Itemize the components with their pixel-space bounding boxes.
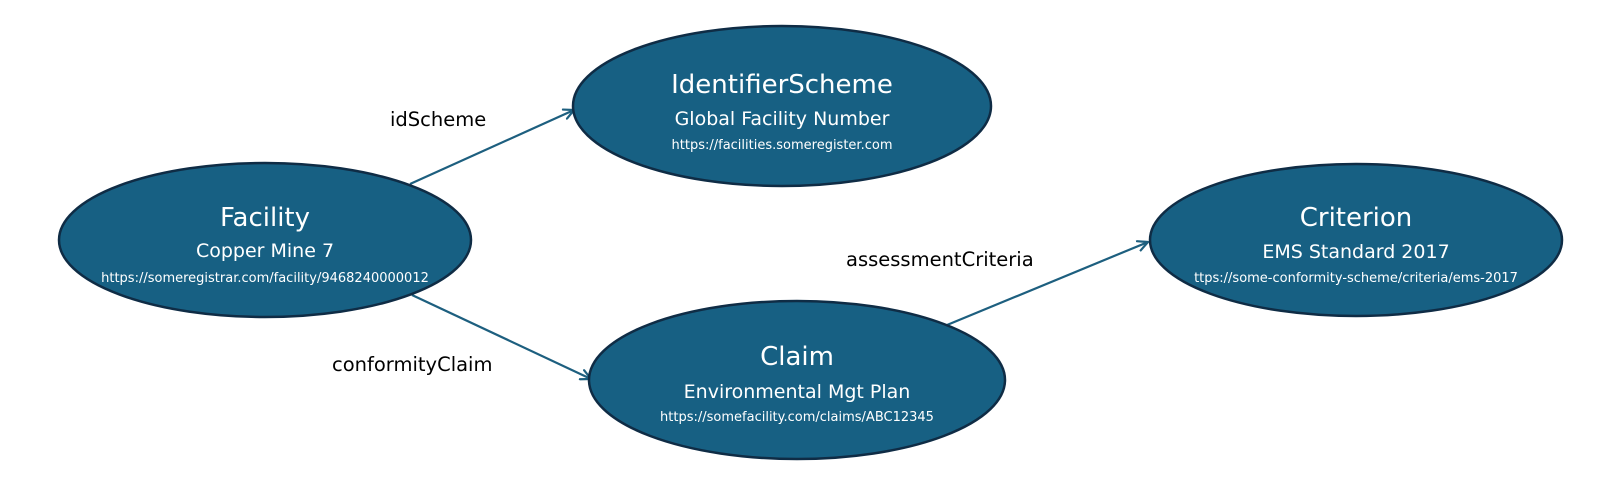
node-identifier-scheme-subtitle: Global Facility Number [675, 108, 890, 130]
node-claim-url: https://somefacility.com/claims/ABC12345 [660, 410, 934, 425]
node-facility-url: https://someregistrar.com/facility/94682… [101, 271, 429, 286]
node-claim-ellipse [587, 299, 1007, 461]
node-identifier-scheme-url: https://facilities.someregister.com [672, 138, 893, 153]
edge-conformity-claim: conformityClaim [332, 294, 591, 379]
edge-assessment-criteria-label: assessmentCriteria [846, 248, 1034, 271]
node-criterion-url: ttps://some-conformity-scheme/criteria/e… [1194, 271, 1518, 286]
edge-conformity-claim-label: conformityClaim [332, 353, 492, 376]
node-criterion-subtitle: EMS Standard 2017 [1262, 241, 1449, 263]
edge-assessment-criteria: assessmentCriteria [846, 242, 1148, 327]
edge-id-scheme-line [409, 110, 574, 186]
node-identifier-scheme-ellipse [571, 24, 993, 188]
node-facility-ellipse [57, 161, 473, 319]
node-identifier-scheme-title: IdentifierScheme [671, 70, 893, 100]
edge-id-scheme-label: idScheme [390, 108, 486, 131]
edge-assessment-criteria-line [946, 242, 1148, 327]
node-claim-subtitle: Environmental Mgt Plan [684, 381, 911, 403]
node-claim: Claim Environmental Mgt Plan https://som… [587, 299, 1007, 461]
node-identifier-scheme: IdentifierScheme Global Facility Number … [571, 24, 993, 188]
edge-id-scheme: idScheme [390, 108, 574, 186]
node-criterion-ellipse [1148, 162, 1564, 318]
node-facility-title: Facility [220, 203, 310, 233]
node-criterion-title: Criterion [1300, 203, 1413, 233]
node-facility: Facility Copper Mine 7 https://someregis… [57, 161, 473, 319]
node-claim-title: Claim [760, 342, 834, 372]
node-criterion: Criterion EMS Standard 2017 ttps://some-… [1148, 162, 1564, 318]
edge-conformity-claim-line [411, 294, 591, 379]
node-facility-subtitle: Copper Mine 7 [196, 240, 334, 262]
